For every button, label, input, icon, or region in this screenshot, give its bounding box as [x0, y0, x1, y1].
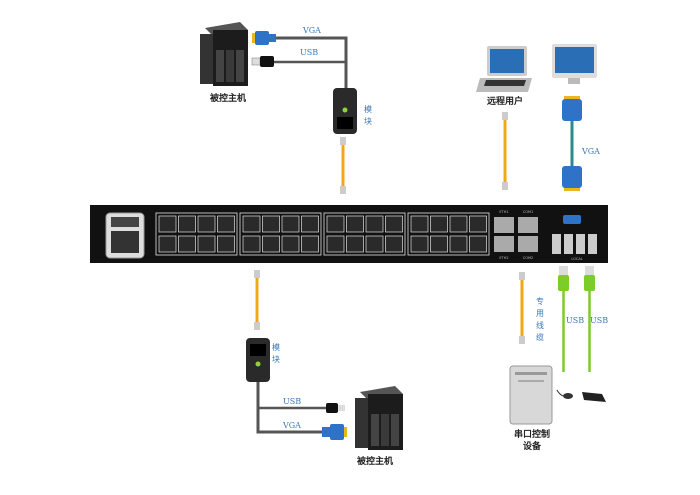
- remote-laptop: [476, 46, 532, 92]
- rj45-port[interactable]: [346, 235, 364, 253]
- rj45-port[interactable]: [346, 215, 364, 233]
- port-group: [155, 212, 238, 256]
- rj45-port[interactable]: [469, 235, 487, 253]
- bottom-kvm-module: [246, 338, 270, 382]
- rj45-port[interactable]: [158, 215, 177, 233]
- rj45-port[interactable]: [217, 235, 235, 253]
- local-label: LOCAL: [571, 257, 582, 261]
- rj45-port[interactable]: [365, 215, 384, 233]
- rj45-port[interactable]: [410, 215, 429, 233]
- rj45-port[interactable]: [449, 235, 468, 253]
- remote-user-label: 远程用户: [487, 95, 523, 107]
- top-utp-cable: [340, 137, 346, 194]
- rj45-port[interactable]: [430, 235, 448, 253]
- eth-ports[interactable]: [494, 217, 514, 252]
- top-host-server: [200, 22, 248, 86]
- top-vga-label: VGA: [302, 26, 321, 35]
- top-usb-cable: [251, 56, 346, 67]
- com-ports[interactable]: [518, 217, 538, 252]
- bottom-host-label: 被控主机: [357, 455, 393, 467]
- rj45-port[interactable]: [178, 235, 196, 253]
- kvm-switch: ETH1 ETH2 COM1 COM2 LOCAL: [90, 205, 608, 263]
- rj45-port[interactable]: [326, 235, 345, 253]
- rj45-port[interactable]: [385, 235, 403, 253]
- local-vga-label: VGA: [581, 147, 600, 156]
- rj45-port[interactable]: [301, 235, 319, 253]
- rj45-port[interactable]: [281, 215, 300, 233]
- cable-label-3: 线: [536, 320, 544, 330]
- local-usb-ports[interactable]: [552, 234, 597, 254]
- cable-label-4: 缆: [536, 332, 544, 342]
- rj45-port[interactable]: [430, 215, 448, 233]
- rj45-port[interactable]: [449, 215, 468, 233]
- bottom-module-label-2: 块: [272, 354, 280, 364]
- rj45-port[interactable]: [410, 235, 429, 253]
- local-monitor: [552, 44, 597, 84]
- top-host-label: 被控主机: [210, 92, 246, 104]
- bottom-usb-label: USB: [283, 397, 301, 406]
- serial-device-label-2: 设备: [523, 440, 542, 452]
- bottom-vga-cable: [256, 382, 322, 434]
- rj45-port[interactable]: [242, 235, 261, 253]
- remote-utp-cable: [502, 112, 508, 190]
- local-usb-label-1: USB: [566, 316, 584, 325]
- port-group: [407, 212, 490, 256]
- eth2-label: ETH2: [499, 256, 508, 260]
- serial-utp-cable: [519, 272, 525, 344]
- local-vga-cable: [562, 96, 582, 191]
- cable-label-2: 用: [536, 309, 544, 318]
- serial-device-label-1: 串口控制: [514, 428, 550, 440]
- top-kvm-module: [333, 88, 357, 134]
- bottom-host-server: [355, 386, 403, 450]
- rj45-port[interactable]: [365, 235, 384, 253]
- keyboard-icon: [582, 392, 606, 402]
- rj45-port[interactable]: [242, 215, 261, 233]
- bottom-vga-label: VGA: [282, 421, 301, 430]
- local-usb-cable-2: [584, 266, 595, 372]
- mouse-icon: [556, 389, 573, 399]
- com2-label: COM2: [523, 256, 533, 260]
- local-vga-port[interactable]: [563, 215, 581, 224]
- port-group: [323, 212, 406, 256]
- rj45-port-groups: [155, 212, 490, 256]
- rj45-port[interactable]: [197, 215, 216, 233]
- rj45-port[interactable]: [178, 215, 196, 233]
- rj45-port[interactable]: [281, 235, 300, 253]
- port-group: [239, 212, 322, 256]
- rj45-port[interactable]: [197, 235, 216, 253]
- top-usb-label: USB: [300, 48, 318, 57]
- rj45-port[interactable]: [469, 215, 487, 233]
- bottom-module-label-1: 模: [272, 342, 280, 352]
- rj45-port[interactable]: [385, 215, 403, 233]
- top-module-label-1: 模: [364, 104, 372, 114]
- rj45-port[interactable]: [326, 215, 345, 233]
- top-module-label-2: 块: [364, 116, 372, 126]
- local-usb-label-2: USB: [590, 316, 608, 325]
- cable-label-1: 专: [536, 296, 544, 306]
- local-usb-cable-1: [558, 266, 569, 372]
- serial-control-device: [509, 365, 553, 425]
- rj45-port[interactable]: [262, 235, 280, 253]
- top-vga-cable: [252, 31, 348, 92]
- rj45-port[interactable]: [262, 215, 280, 233]
- com1-label: COM1: [523, 210, 533, 214]
- rj45-port[interactable]: [217, 215, 235, 233]
- rj45-port[interactable]: [158, 235, 177, 253]
- rj45-port[interactable]: [301, 215, 319, 233]
- bottom-utp-cable: [254, 270, 260, 330]
- eth1-label: ETH1: [499, 210, 508, 214]
